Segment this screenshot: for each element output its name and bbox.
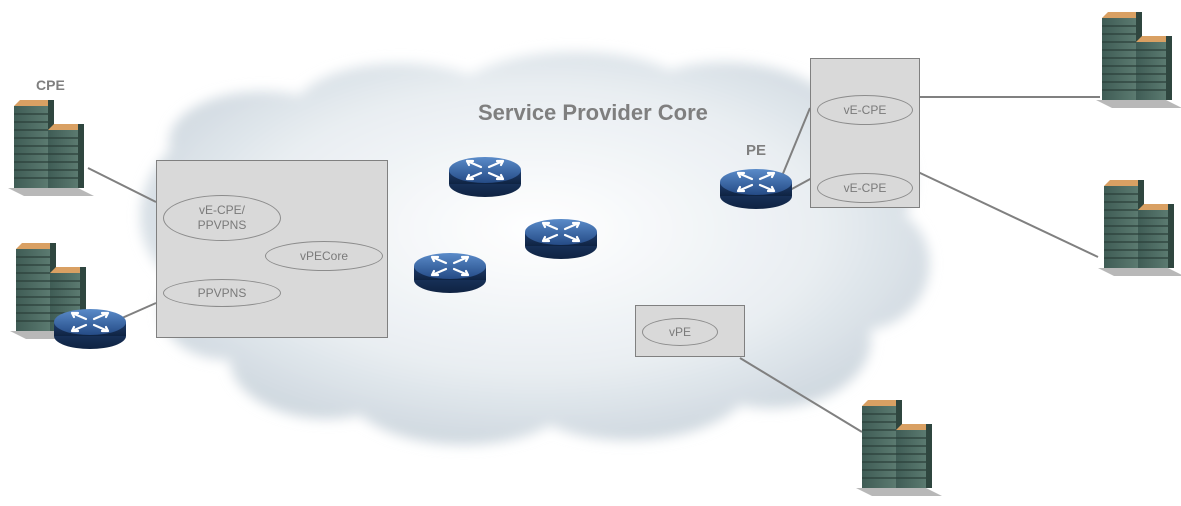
building-icon-right-bottom (1097, 179, 1181, 277)
router-icon-core-2 (523, 217, 599, 261)
oval-ppvpns-text: PPVPNS (197, 285, 247, 300)
left-function-box: vE-CPE/ PPVPNS vPECore PPVPNS (156, 160, 388, 338)
oval-ve-cpe-bottom: vE-CPE (817, 173, 913, 203)
router-icon-core-1 (447, 155, 523, 199)
vpe-function-box: vPE (635, 305, 745, 357)
router-icon-core-3 (412, 251, 488, 295)
link-vecpe-bottom-building (917, 171, 1099, 258)
link-pe-vecpe-bottom (789, 177, 813, 191)
oval-vpe: vPE (642, 318, 718, 346)
router-icon-pe (718, 167, 794, 211)
link-vpe-building (739, 357, 863, 433)
link-router-leftbox (121, 302, 157, 319)
oval-vpe-text: vPE (668, 324, 691, 339)
oval-ve-cpe-ppvpns-text: vE-CPE/ PPVPNS (197, 203, 247, 232)
cpe-label: CPE (36, 77, 65, 93)
link-cpe-leftbox (87, 167, 157, 203)
oval-ve-cpe-top-text: vE-CPE (843, 102, 887, 117)
right-function-box: vE-CPE vE-CPE (810, 58, 920, 208)
building-icon-bottom (855, 399, 943, 497)
pe-label: PE (746, 142, 767, 159)
links (87, 96, 1100, 433)
oval-ve-cpe-top: vE-CPE (817, 95, 913, 125)
building-icon-right-top (1095, 11, 1181, 109)
oval-vpecore-text: vPECore (299, 248, 349, 263)
oval-ve-cpe-bottom-text: vE-CPE (843, 180, 887, 195)
oval-vpecore: vPECore (265, 241, 383, 271)
link-pe-vecpe-top (781, 107, 811, 177)
building-icon-cpe-top (7, 99, 95, 197)
router-icon-cpe (52, 307, 128, 351)
oval-ve-cpe-ppvpns: vE-CPE/ PPVPNS (163, 195, 281, 241)
oval-ppvpns: PPVPNS (163, 279, 281, 307)
cloud-title: Service Provider Core (478, 100, 708, 125)
